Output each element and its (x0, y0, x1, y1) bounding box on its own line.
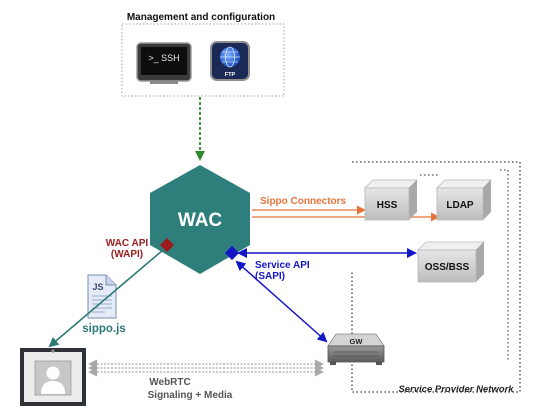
wapi-port (159, 237, 175, 253)
wac-api-label-2: (WAPI) (111, 249, 143, 260)
hss-label: HSS (377, 200, 398, 211)
sippo-js-label: sippo.js (82, 323, 125, 335)
service-api-label-2: (SAPI) (255, 271, 285, 282)
user-avatar-icon (34, 360, 72, 396)
wac-node (150, 165, 250, 274)
js-file-icon-label: JS (92, 282, 103, 292)
wapi-arrow-client (48, 249, 164, 348)
service-provider-network-label: Service Provider Network (398, 384, 514, 395)
webrtc-label-2: Signaling + Media (148, 390, 233, 401)
gateway-label: GW (350, 337, 364, 346)
webrtc-label-1: WebRTC (149, 377, 190, 388)
ssh-label: >_ SSH (148, 53, 179, 63)
sippo-connectors-label: Sippo Connectors (260, 196, 347, 207)
sapi-port (224, 245, 240, 261)
gateway-device: GW (327, 333, 385, 365)
oss-bss-label: OSS/BSS (425, 262, 470, 273)
sapi-arrow-gw (235, 260, 328, 343)
ssh-terminal-icon: >_ SSH (136, 42, 192, 84)
network-connector-line (420, 169, 509, 362)
ldap-label: LDAP (446, 200, 474, 211)
ftp-icon: FTP (210, 41, 250, 81)
oss-bss-box: OSS/BSS (417, 241, 485, 283)
js-file-icon: JS (87, 274, 117, 319)
wac-label: WAC (178, 210, 223, 231)
management-title: Management and configuration (127, 12, 275, 23)
hss-box: HSS (364, 179, 418, 221)
wac-api-label-1: WAC API (106, 238, 149, 249)
ftp-label: FTP (225, 72, 236, 78)
ldap-box: LDAP (436, 179, 492, 221)
service-provider-network-box (351, 161, 521, 393)
management-box (121, 23, 285, 97)
service-api-label-1: Service API (255, 260, 310, 271)
client-computer (20, 348, 86, 406)
